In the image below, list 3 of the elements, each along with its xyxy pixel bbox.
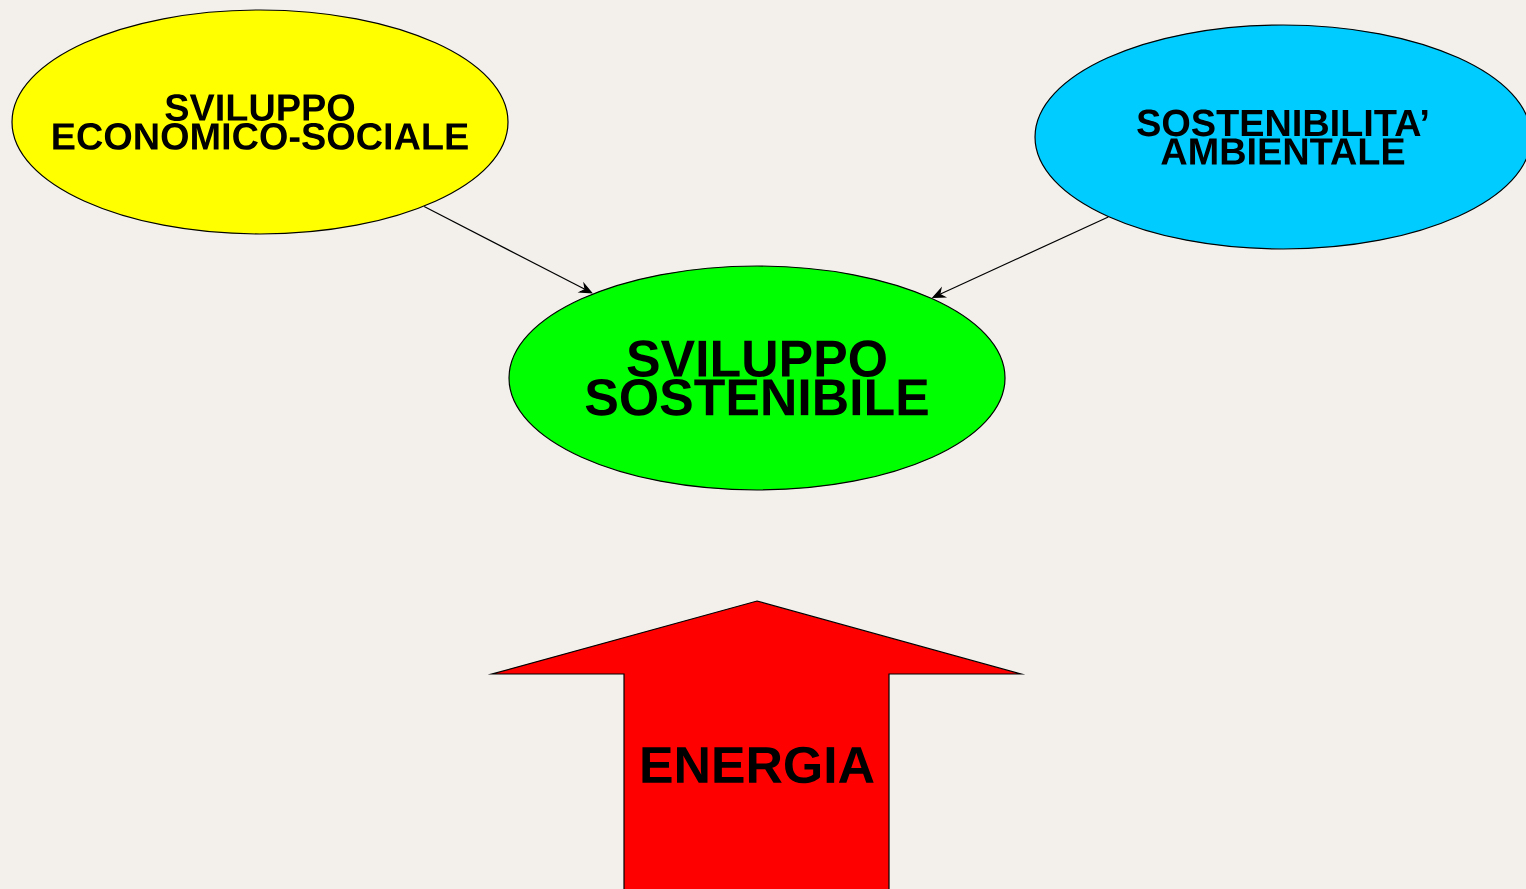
arrow bbox=[423, 205, 593, 294]
ellipse-node: SVILUPPO ECONOMICO-SOCIALE bbox=[11, 9, 509, 235]
ellipse-node: SVILUPPO SOSTENIBILE bbox=[508, 265, 1006, 491]
